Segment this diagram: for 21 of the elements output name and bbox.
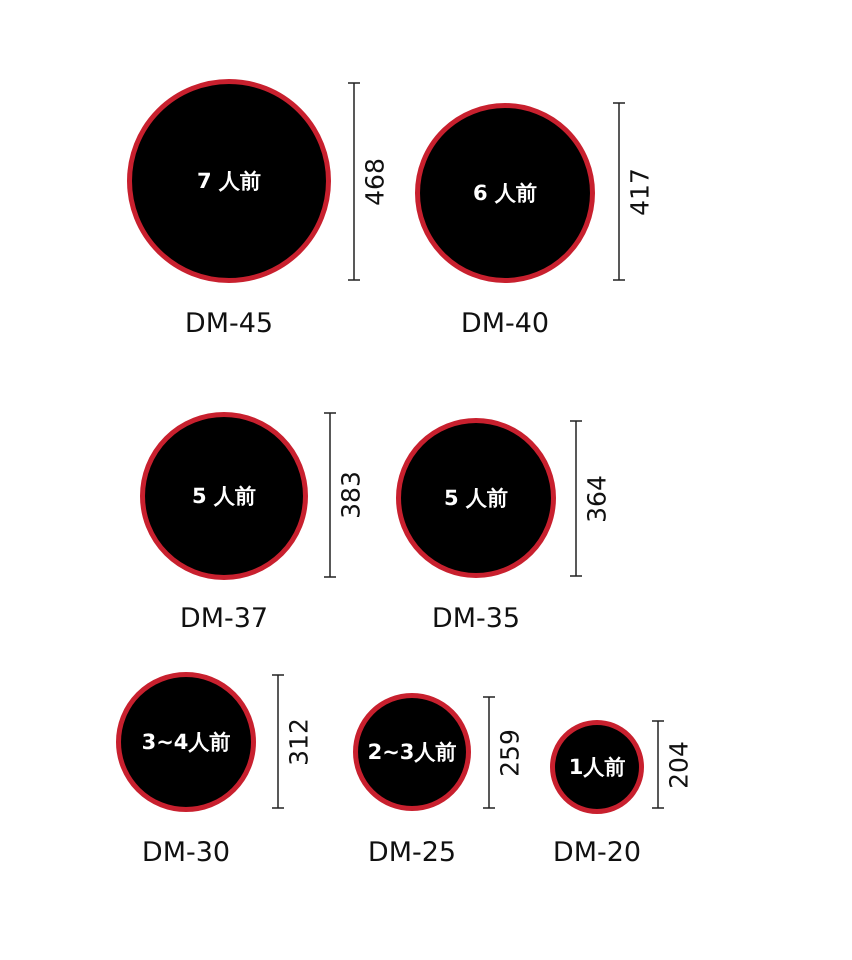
serving-label: 1人前 [568, 754, 626, 781]
dimension-value: 468 [360, 158, 390, 206]
serving-label: 5 人前 [192, 483, 256, 510]
model-name: DM-45 [184, 308, 274, 339]
model-name: DM-25 [368, 837, 456, 868]
serving-label: 5 人前 [444, 485, 508, 512]
dimension-value: 383 [336, 471, 366, 519]
dimension-value: 417 [626, 168, 654, 216]
model-name: DM-40 [460, 308, 550, 339]
serving-label: 2~3人前 [368, 739, 456, 766]
serving-label: 7 人前 [197, 168, 261, 195]
dimension-value: 259 [496, 728, 524, 776]
model-name: DM-35 [432, 603, 520, 634]
serving-label: 6 人前 [473, 180, 537, 207]
model-name: DM-20 [552, 837, 642, 868]
dimension-value: 204 [664, 740, 694, 788]
dimension-value: 364 [582, 474, 612, 522]
model-name: DM-30 [142, 837, 230, 868]
model-name: DM-37 [180, 603, 268, 634]
dimension-value: 312 [284, 718, 314, 766]
serving-label: 3~4人前 [142, 729, 230, 756]
